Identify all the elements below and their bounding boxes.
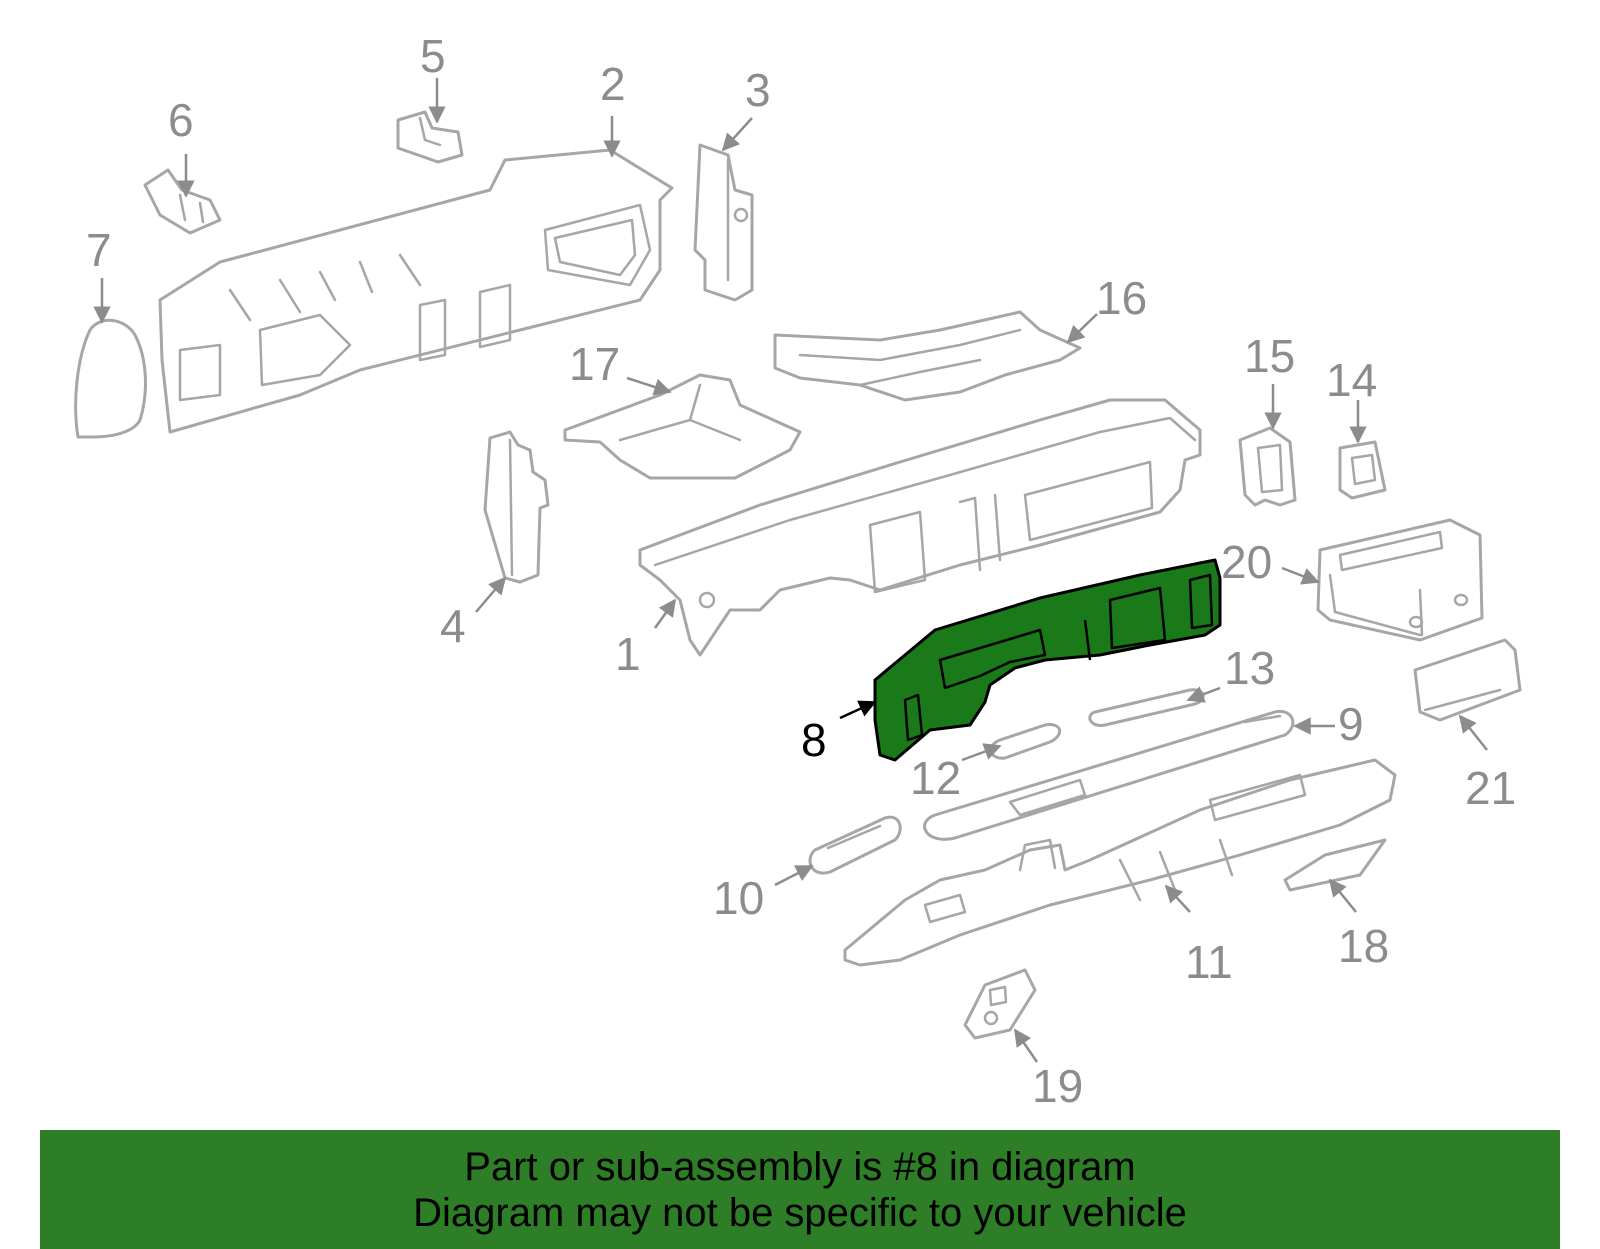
callout-9: 9 [1338,698,1364,750]
part-18-cover [1283,838,1387,892]
callout-11: 11 [1185,936,1233,988]
callout-10: 10 [713,872,764,924]
part-15-switch-bezel [1238,426,1297,507]
callout-5: 5 [420,30,446,82]
callout-18: 18 [1338,920,1389,972]
callout-19: 19 [1032,1060,1083,1112]
callout-21: 21 [1465,762,1516,814]
part-14-switch [1338,440,1387,500]
part-13-vent [1088,688,1205,727]
part-7-end-cap [74,319,147,439]
part-3-side-bracket [693,143,754,302]
callout-16: 16 [1096,272,1147,324]
callout-15: 15 [1244,330,1295,382]
part-17-duct [563,373,802,480]
part-20-glove-box [1316,518,1484,642]
callout-6: 6 [168,94,194,146]
callout-13: 13 [1224,642,1275,694]
leader-lines [93,78,1488,1063]
part-11-lower-trim [843,758,1397,967]
part-5-clip [396,110,464,164]
callout-labels: 1 2 3 4 5 6 7 8 9 10 11 12 13 14 15 16 1… [86,30,1516,1112]
part-19-bezel [963,968,1037,1040]
callout-14: 14 [1326,354,1377,406]
banner-disclaimer: Diagram may not be specific to your vehi… [413,1190,1187,1235]
part-10-vent [808,815,902,875]
part-1-dash-carrier [638,398,1202,657]
part-21-glove-door [1413,638,1522,722]
callout-12: 12 [910,752,961,804]
part-2-dash-frame [158,148,674,434]
part-8-cluster-bezel [873,558,1222,762]
callout-8: 8 [801,714,827,766]
callout-17: 17 [569,338,620,390]
part-9-trim-strip [923,709,1295,841]
info-banner: Part or sub-assembly is #8 in diagram Di… [40,1130,1560,1249]
callout-3: 3 [745,64,771,116]
callout-4: 4 [440,600,466,652]
part-16-duct [773,310,1082,402]
part-4-side-panel [483,430,550,584]
banner-part-note: Part or sub-assembly is #8 in diagram [464,1144,1136,1189]
callout-20: 20 [1221,536,1272,588]
parts-diagram: 1 2 3 4 5 6 7 8 9 10 11 12 13 14 15 16 1… [74,30,1522,1112]
callout-7: 7 [86,224,112,276]
callout-2: 2 [600,58,626,110]
part-6-clip [143,168,222,235]
callout-1: 1 [615,628,641,680]
part-12-vent [989,723,1061,760]
